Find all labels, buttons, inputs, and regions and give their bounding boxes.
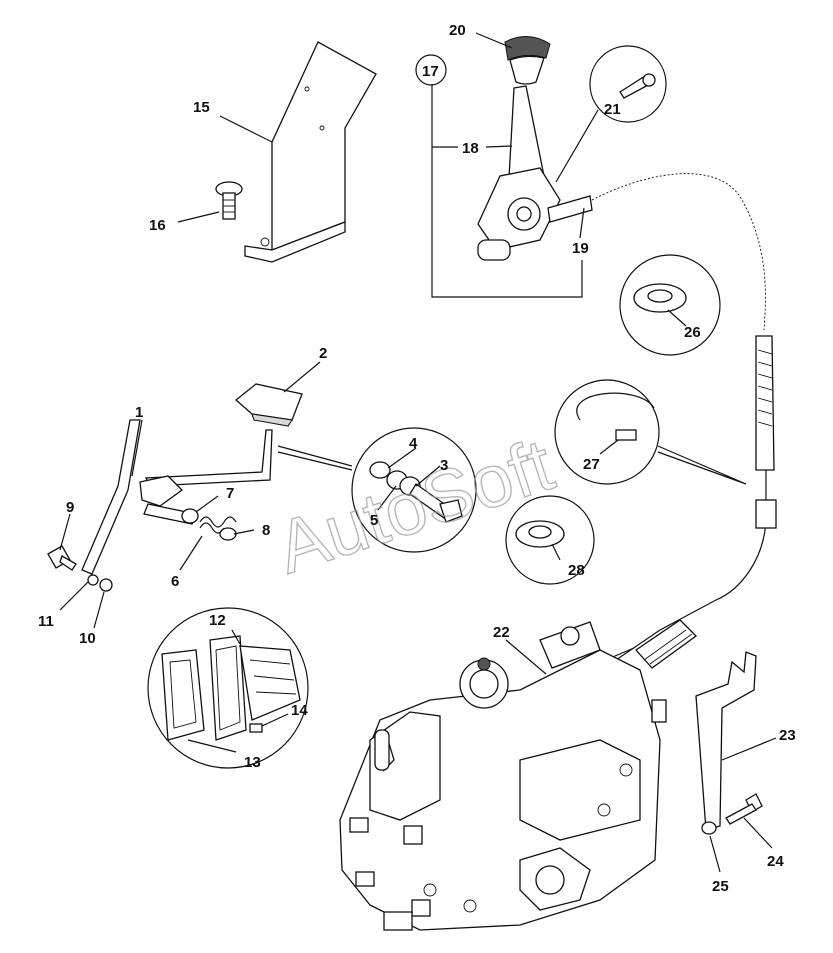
callout-9: 9 [66, 499, 74, 516]
callout-6: 6 [171, 573, 179, 590]
callout-7: 7 [226, 485, 234, 502]
nut-part-10 [99, 578, 113, 592]
callout-5: 5 [370, 512, 378, 529]
washer-part-25 [701, 821, 717, 835]
washer-part-7 [181, 508, 199, 524]
clip-part-8 [219, 527, 237, 541]
callout-18: 18 [462, 140, 479, 157]
callout-23: 23 [779, 727, 796, 744]
callout-19: 19 [572, 240, 589, 257]
pedal-rod-part-1 [81, 419, 273, 575]
throttle-cable-part-19 [591, 173, 766, 331]
callout-14: 14 [291, 702, 308, 719]
callout-15: 15 [193, 99, 210, 116]
callout-10: 10 [79, 630, 96, 647]
callout-3: 3 [440, 457, 448, 474]
callout-12: 12 [209, 612, 226, 629]
injection-pump [339, 621, 667, 931]
callout-26: 26 [684, 324, 701, 341]
bolt-detail-circle-3-4-5 [277, 427, 477, 553]
grommet-detail-circle-28 [505, 495, 595, 585]
callout-8: 8 [262, 522, 270, 539]
pedal-pad-part-2 [234, 383, 303, 427]
knob-part-20 [504, 36, 551, 85]
callout-24: 24 [767, 853, 784, 870]
leader-lines [59, 32, 777, 873]
control-lever-part-18 [477, 85, 593, 261]
callout-4: 4 [409, 435, 418, 452]
callout-13: 13 [244, 754, 261, 771]
callout-labels: 1 2 3 4 5 6 7 8 9 10 11 12 13 14 15 16 1… [38, 22, 796, 895]
bracket-part-15 [244, 41, 377, 263]
bolt-part-24 [725, 793, 763, 825]
callout-25: 25 [712, 878, 729, 895]
callout-17: 17 [422, 63, 439, 80]
cable-adjuster [755, 335, 775, 471]
callout-1: 1 [135, 404, 143, 421]
cable-tie-detail-circle-27 [554, 379, 747, 485]
grommet-detail-circle-26 [619, 254, 721, 356]
assembly-bracket-17 [431, 84, 583, 298]
stop-screw-part-9 [47, 545, 77, 571]
screw-part-16 [215, 181, 243, 220]
callout-16: 16 [149, 217, 166, 234]
callout-2: 2 [319, 345, 327, 362]
callout-22: 22 [493, 624, 510, 641]
callout-28: 28 [568, 562, 585, 579]
callout-11: 11 [38, 613, 54, 630]
cable-end-boot [635, 619, 697, 669]
screw-detail-circle-21 [555, 45, 667, 183]
callout-20: 20 [449, 22, 466, 39]
callout-21: 21 [604, 101, 621, 118]
boot-detail-circle-12-13-14 [147, 607, 309, 769]
callout-27: 27 [583, 456, 600, 473]
callout-17-ring [415, 54, 447, 86]
washer-part-11 [87, 574, 99, 586]
